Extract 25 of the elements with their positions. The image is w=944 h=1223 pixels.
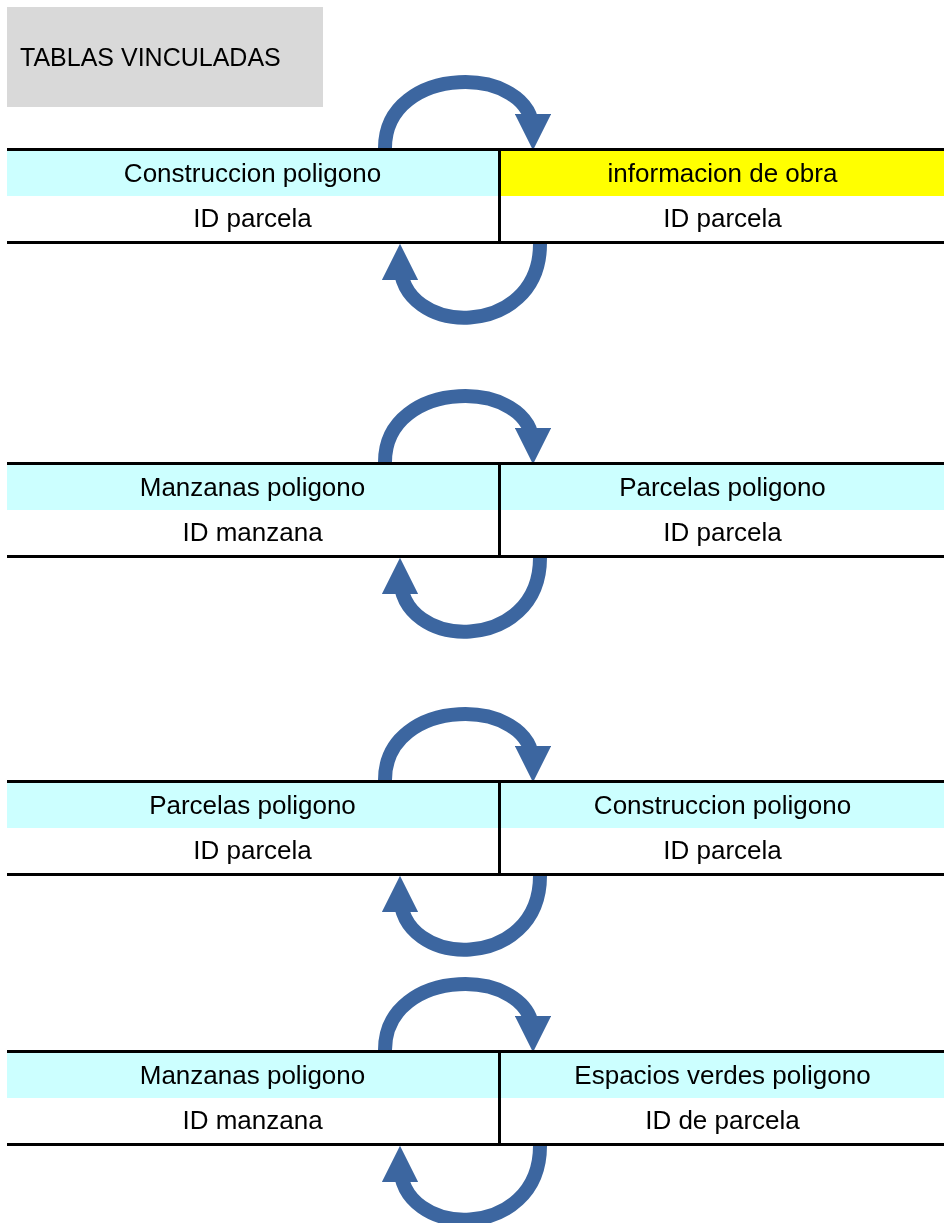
table-name: Construccion poligono <box>501 783 944 828</box>
curved-arrow <box>384 243 547 325</box>
table-name: Manzanas poligono <box>7 465 498 510</box>
table-panel <box>498 1050 944 1146</box>
table-panel <box>498 462 944 558</box>
title: TABLAS VINCULADAS <box>7 7 323 107</box>
table-panel <box>498 148 944 244</box>
table-panel <box>7 148 498 244</box>
curved-arrow <box>378 977 548 1052</box>
table-name: Construccion poligono <box>7 151 498 196</box>
curved-arrow <box>378 75 548 150</box>
table-name: Parcelas poligono <box>7 783 498 828</box>
curved-arrow <box>384 875 547 957</box>
table-name: informacion de obra <box>501 151 944 196</box>
curved-arrow <box>378 389 548 464</box>
table-name: Manzanas poligono <box>7 1053 498 1098</box>
table-name: Parcelas poligono <box>501 465 944 510</box>
curved-arrow <box>384 557 547 639</box>
table-panel <box>7 462 498 558</box>
curved-arrow <box>384 1145 547 1223</box>
table-panel <box>7 780 498 876</box>
table-name: Espacios verdes poligono <box>501 1053 944 1098</box>
curved-arrow <box>378 707 548 782</box>
table-panel <box>7 1050 498 1146</box>
table-panel <box>498 780 944 876</box>
